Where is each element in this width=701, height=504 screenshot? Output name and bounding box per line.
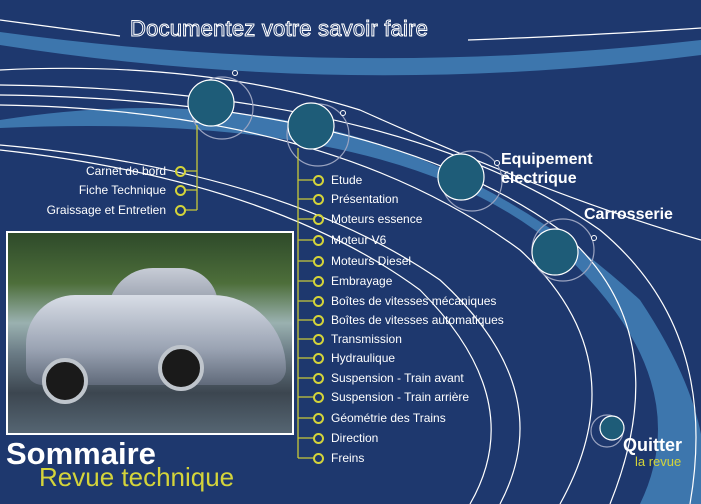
- menu-item[interactable]: Moteurs essence: [331, 212, 423, 226]
- menu-item[interactable]: Transmission: [331, 332, 402, 346]
- bullet-icon: [175, 205, 186, 216]
- bullet-icon: [313, 194, 324, 205]
- menu-item[interactable]: Géométrie des Trains: [331, 411, 446, 425]
- sommaire-title: Sommaire: [6, 436, 156, 471]
- bullet-icon: [313, 334, 324, 345]
- menu-item[interactable]: Boîtes de vitesses automatiques: [331, 313, 504, 327]
- section-equipement-electrique[interactable]: Equipement électrique: [501, 150, 593, 188]
- menu-item[interactable]: Moteurs Diesel: [331, 254, 412, 268]
- bullet-icon: [313, 214, 324, 225]
- menu-item[interactable]: Boîtes de vitesses mécaniques: [331, 294, 497, 308]
- bullet-icon: [175, 166, 186, 177]
- section-label: Equipement: [501, 151, 593, 168]
- bullet-icon: [313, 235, 324, 246]
- top-band: [0, 32, 701, 76]
- section-carrosserie[interactable]: Carrosserie: [584, 206, 673, 223]
- bullet-icon: [313, 256, 324, 267]
- menu-item[interactable]: Présentation: [331, 192, 399, 206]
- bullet-icon: [313, 296, 324, 307]
- menu-item-fiche-technique[interactable]: Fiche Technique: [78, 183, 166, 197]
- menu-item-graissage[interactable]: Graissage et Entretien: [46, 203, 166, 217]
- nodes[interactable]: [187, 70, 625, 448]
- menu-item[interactable]: Freins: [331, 451, 365, 465]
- menu-item[interactable]: Moteur V6: [331, 233, 387, 247]
- menu-item[interactable]: Suspension - Train avant: [331, 371, 464, 385]
- car-wheel: [42, 358, 88, 404]
- revue-subtitle: Revue technique: [39, 462, 235, 492]
- menu-item[interactable]: Etude: [331, 173, 363, 187]
- menu-item[interactable]: Hydraulique: [331, 351, 396, 365]
- quitter-button[interactable]: Quitter: [623, 435, 683, 455]
- quitter-subtitle: la revue: [635, 454, 682, 469]
- bullet-icon: [313, 175, 324, 186]
- bullet-icon: [313, 453, 324, 464]
- menu-connectors: [185, 125, 313, 459]
- section-label: électrique: [501, 170, 577, 187]
- menu-item[interactable]: Direction: [331, 431, 379, 445]
- bullet-icon: [313, 276, 324, 287]
- bullet-icon: [313, 353, 324, 364]
- bullet-icon: [313, 433, 324, 444]
- car-photo: [6, 231, 294, 435]
- bullet-icon: [313, 315, 324, 326]
- bullet-icon: [175, 185, 186, 196]
- menu-item[interactable]: Suspension - Train arrière: [331, 390, 470, 404]
- bullet-icon: [313, 413, 324, 424]
- page-title: Documentez votre savoir faire: [129, 16, 429, 42]
- menu-item[interactable]: Embrayage: [331, 274, 393, 288]
- bullet-icon: [313, 373, 324, 384]
- car-wheel: [158, 345, 204, 391]
- bullet-icon: [313, 392, 324, 403]
- menu-item-carnet-de-bord[interactable]: Carnet de bord: [85, 164, 166, 178]
